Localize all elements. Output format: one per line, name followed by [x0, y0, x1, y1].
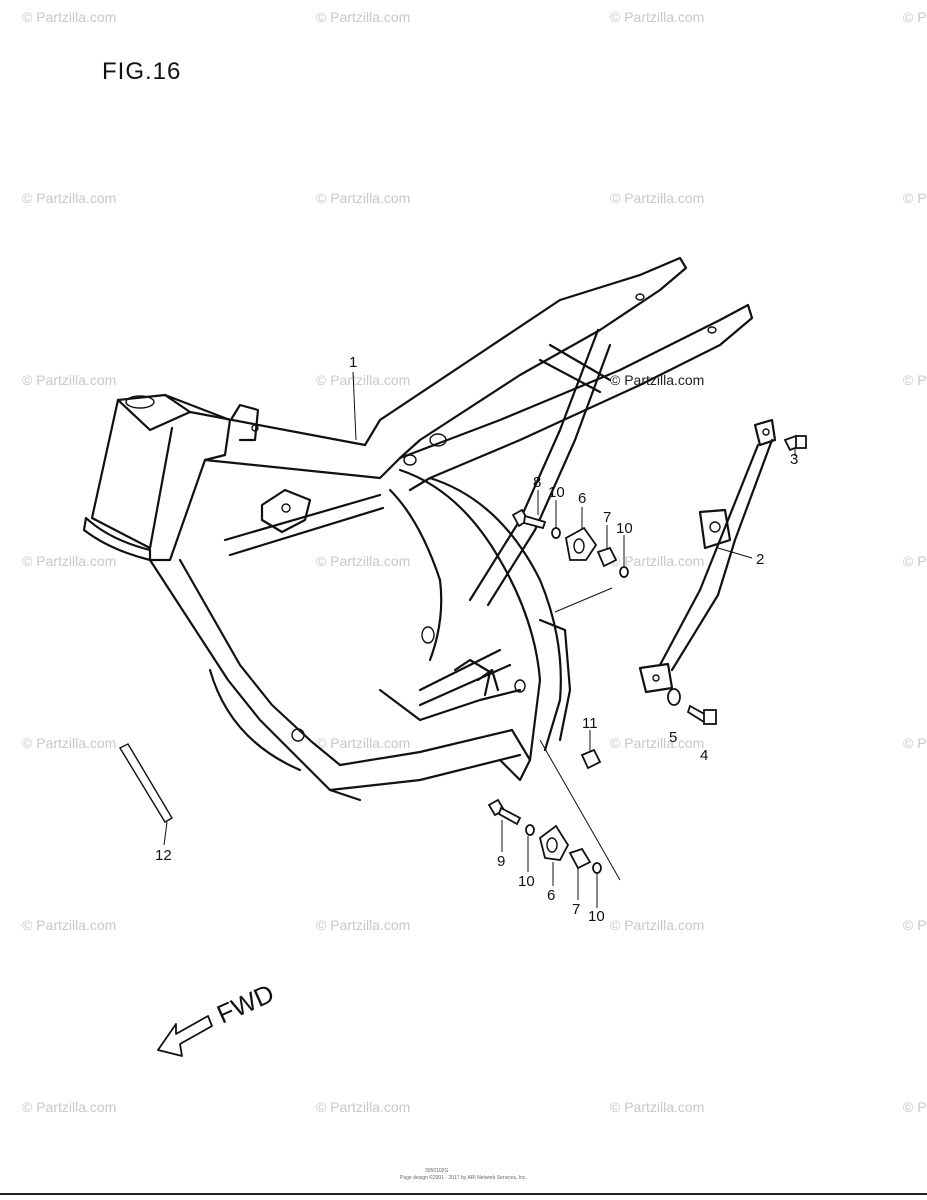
callout-5: 5: [669, 729, 677, 746]
watermark: © Partzilla.com: [22, 9, 117, 25]
watermark: © Partzilla.com: [610, 9, 705, 25]
watermark: © P: [903, 553, 927, 569]
washer-part[interactable]: [592, 862, 602, 874]
callout-8: 8: [533, 474, 541, 491]
forward-label: FWD: [212, 978, 278, 1029]
watermark: © Partzilla.com: [610, 1099, 705, 1115]
watermark: © P: [903, 9, 927, 25]
callout-10: 10: [588, 908, 605, 925]
watermark: © Partzilla.com: [22, 1099, 117, 1115]
bushing-part[interactable]: [564, 526, 598, 561]
watermark: © P: [903, 917, 927, 933]
watermark: © P: [903, 190, 927, 206]
watermark: © Partzilla.com: [316, 372, 411, 388]
watermark: © Partzilla.com: [22, 190, 117, 206]
leader-line: [554, 587, 613, 613]
watermark: © P: [903, 1099, 927, 1115]
washer-part[interactable]: [619, 566, 629, 578]
watermark: © Partzilla.com: [316, 917, 411, 933]
collar-part[interactable]: [596, 546, 618, 568]
washer-part[interactable]: [667, 688, 681, 706]
watermark: © Partzilla.com: [316, 190, 411, 206]
bolt-part[interactable]: [783, 434, 807, 452]
watermark: © Partzilla.com: [316, 9, 411, 25]
callout-11: 11: [582, 715, 598, 732]
watermark: © Partzilla.com: [22, 553, 117, 569]
leader-line: [539, 739, 621, 881]
watermark: © Partzilla.com: [316, 553, 411, 569]
callout-7: 7: [603, 509, 611, 526]
watermark: © Partzilla.com: [610, 553, 705, 569]
callout-6: 6: [578, 490, 586, 507]
watermark: © P: [903, 735, 927, 751]
leader-lines: [163, 371, 796, 908]
forward-arrow-icon: [157, 1015, 213, 1057]
callout-10: 10: [548, 484, 565, 501]
collar-part[interactable]: [568, 847, 592, 870]
callout-10: 10: [616, 520, 633, 537]
watermark: © P: [903, 372, 927, 388]
bolt-part[interactable]: [487, 798, 522, 826]
bolt-part[interactable]: [686, 704, 717, 725]
watermark: © Partzilla.com: [22, 917, 117, 933]
watermark: © Partzilla.com: [22, 735, 117, 751]
nut-part[interactable]: [580, 748, 602, 770]
watermark: © Partzilla.com: [610, 917, 705, 933]
footer-code: 3050102G: [425, 1168, 449, 1174]
watermark: © Partzilla.com: [610, 735, 705, 751]
bolt-part[interactable]: [511, 508, 547, 530]
label-sticker-part[interactable]: [119, 743, 173, 823]
bushing-part[interactable]: [538, 824, 570, 861]
figure-title: FIG.16: [102, 58, 182, 85]
callout-3: 3: [790, 451, 798, 468]
callout-10: 10: [518, 873, 535, 890]
callout-2: 2: [756, 551, 764, 568]
washer-part[interactable]: [525, 824, 535, 836]
footer-copyright: Page design ©2001 - 2017 by ARI Network …: [400, 1175, 527, 1181]
watermark: © Partzilla.com: [316, 1099, 411, 1115]
frame-main[interactable]: [82, 256, 754, 802]
callout-9: 9: [497, 853, 505, 870]
watermark: © Partzilla.com: [316, 735, 411, 751]
callout-6: 6: [547, 887, 555, 904]
watermark: © Partzilla.com: [22, 372, 117, 388]
washer-part[interactable]: [551, 527, 561, 539]
callout-1: 1: [349, 354, 357, 371]
watermark: © Partzilla.com: [610, 190, 705, 206]
watermark: © Partzilla.com: [610, 372, 705, 388]
rear-stay-part[interactable]: [638, 418, 777, 694]
callout-4: 4: [700, 747, 708, 764]
callout-12: 12: [155, 847, 172, 864]
callout-7: 7: [572, 901, 580, 918]
bottom-rule: [0, 1193, 927, 1195]
